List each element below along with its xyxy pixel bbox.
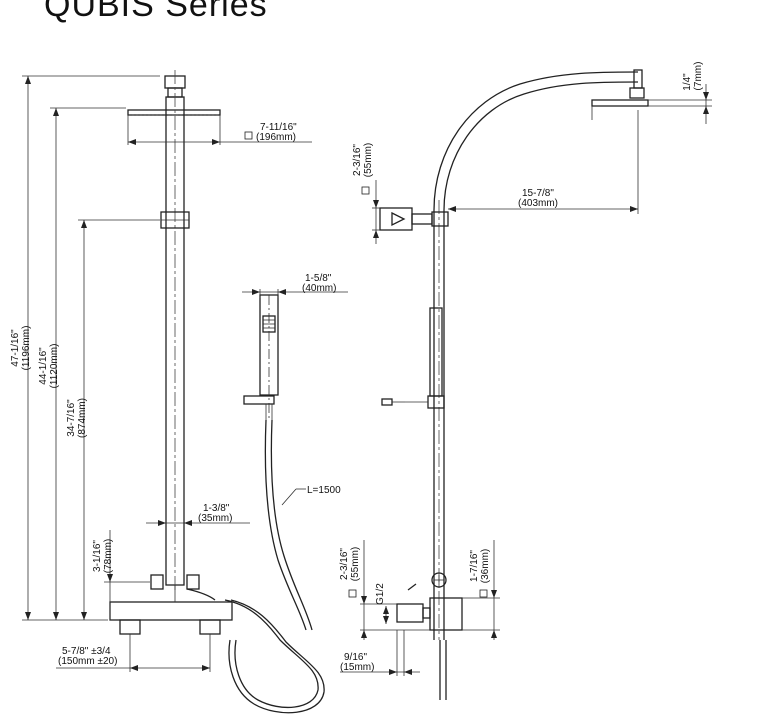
shower-head: [127, 109, 221, 116]
valve-offset-inch: 1-7/16": [469, 550, 480, 582]
head-width-inch: 7-11/16": [260, 122, 297, 133]
head-width-mm: (196mm): [256, 132, 296, 143]
arm-reach-inch: 15-7/8": [522, 188, 554, 199]
right-handle: [199, 619, 221, 635]
bar-height-mm: (1120mm): [49, 344, 60, 389]
front-view: 47-1/16" (1196mm) 44-1/16" (1120mm) 34-7…: [10, 70, 325, 714]
pipe-diameter-mm: (35mm): [198, 513, 232, 524]
slider-height-mm: (874mm): [77, 398, 88, 438]
right-connector: [186, 574, 200, 590]
pipe-diameter-inch: 1-3/8": [203, 503, 230, 514]
side-view: 1/4" (7mm) 2-3/16" (55mm) 15-7/8" (403mm…: [339, 62, 712, 700]
wall-offset-mm: (15mm): [340, 662, 374, 673]
left-connector: [150, 574, 164, 590]
side-valve-body: [429, 597, 463, 631]
side-slider: [427, 395, 445, 409]
diverter-depth-mm: (55mm): [363, 143, 374, 177]
thermostat-valve: [109, 601, 233, 621]
valve-height-mm: (78mm): [103, 539, 114, 573]
diverter-depth-inch: 2-3/16": [352, 144, 363, 176]
side-knob: [431, 572, 447, 588]
diverter-block: [379, 207, 413, 231]
overall-height-inch: 47-1/16": [10, 329, 21, 367]
curved-arm: [433, 71, 639, 640]
thread-label: G1/2: [375, 583, 386, 605]
side-hand-shower: [429, 307, 443, 397]
head-thickness-inch: 1/4": [682, 73, 693, 91]
center-spacing-inch: 5-7/8" ±3/4: [62, 646, 111, 657]
slider-height-inch: 34-7/16": [66, 399, 77, 437]
valve-height-inch: 3-1/16": [92, 540, 103, 572]
valve-depth-mm: (55mm): [350, 547, 361, 581]
hand-shower-view: 1-5/8" (40mm) L=1500: [242, 273, 348, 631]
bar-height-inch: 44-1/16": [38, 347, 49, 385]
hose-length: L=1500: [307, 485, 341, 496]
handshower-width-mm: (40mm): [302, 283, 336, 294]
page-title: QUBIS Series: [44, 0, 268, 24]
valve-offset-mm: (36mm): [480, 549, 491, 583]
wall-offset-inch: 9/16": [344, 652, 367, 663]
center-spacing-mm: (150mm ±20): [58, 656, 117, 667]
head-thickness-mm: (7mm): [693, 62, 704, 91]
overall-height-mm: (1196mm): [21, 326, 32, 371]
left-handle: [119, 619, 141, 635]
handshower-width-inch: 1-5/8": [305, 273, 332, 284]
side-shower-head: [591, 99, 649, 107]
wall-connector: [396, 603, 424, 623]
holder-bracket: [243, 395, 275, 405]
arm-reach-mm: (403mm): [518, 198, 558, 209]
valve-depth-inch: 2-3/16": [339, 548, 350, 580]
